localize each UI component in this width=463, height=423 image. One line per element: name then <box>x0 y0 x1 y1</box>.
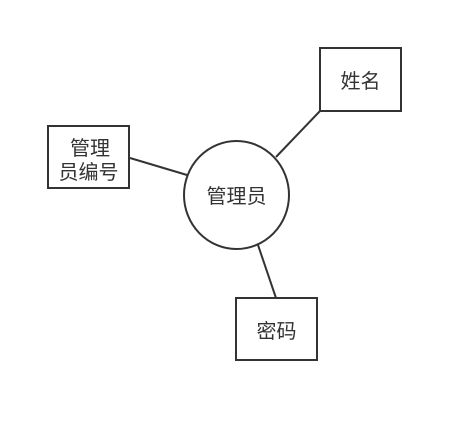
connector-entity-name <box>275 110 321 158</box>
attribute-name: 姓名 <box>319 47 402 112</box>
connector-entity-password <box>257 244 277 299</box>
attribute-name-box <box>319 47 402 112</box>
attribute-password-label: 密码 <box>257 319 297 343</box>
entity-admin-shape <box>183 140 290 250</box>
connector-entity-admin-id <box>129 157 188 176</box>
entity-admin-label: 管理员 <box>207 184 267 208</box>
attribute-name-label: 姓名 <box>341 69 381 93</box>
attribute-admin-id: 管理 员编号 <box>47 125 130 189</box>
attribute-admin-id-label-line-1: 管理 <box>70 136 110 160</box>
attribute-password: 密码 <box>235 297 318 361</box>
entity-admin: 管理员 <box>183 140 290 250</box>
attribute-password-box <box>235 297 318 361</box>
attribute-admin-id-label-line-2: 员编号 <box>59 160 119 184</box>
attribute-admin-id-box <box>47 125 130 189</box>
